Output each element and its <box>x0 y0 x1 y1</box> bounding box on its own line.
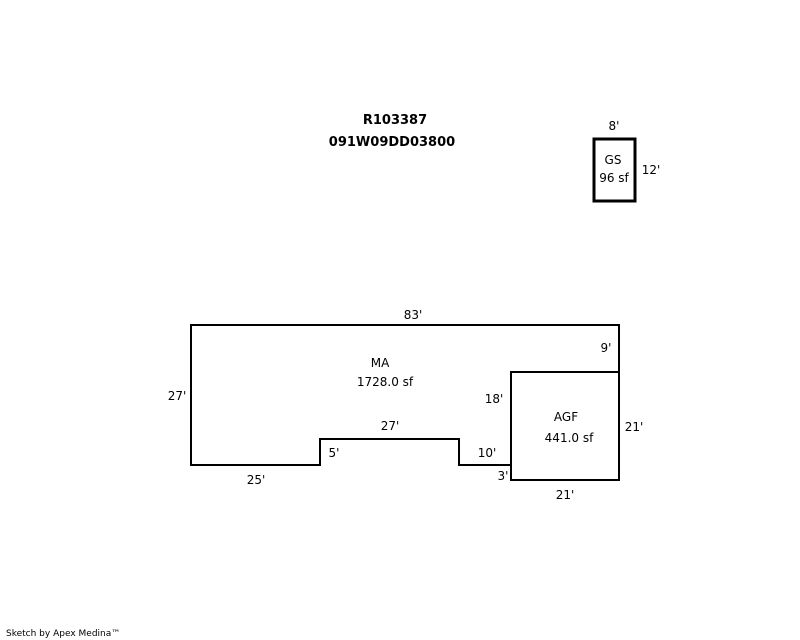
ma-dimension-left: 27' <box>168 389 187 403</box>
agf-area: 441.0 sf <box>545 431 594 445</box>
agf-dimension-step: 3' <box>498 469 509 483</box>
gs-area: 96 sf <box>599 171 629 185</box>
map-number: 091W09DD03800 <box>329 135 455 150</box>
gs-outline <box>592 137 637 203</box>
gs-dimension-right: 12' <box>642 163 661 177</box>
ma-label: MA <box>371 356 390 370</box>
gs-dimension-top: 8' <box>609 119 620 133</box>
ma-dimension-notch-height: 5' <box>329 446 340 460</box>
agf-label: AGF <box>554 410 578 424</box>
parcel-number: R103387 <box>363 113 427 128</box>
ma-outline <box>190 324 620 466</box>
ma-dimension-right-upper: 9' <box>601 341 612 355</box>
agf-dimension-right: 21' <box>625 420 644 434</box>
sketch-credit: Sketch by Apex Medina™ <box>6 629 120 639</box>
ma-dimension-bottom-left: 25' <box>247 473 266 487</box>
ma-dimension-top: 83' <box>404 308 423 322</box>
ma-dimension-step: 10' <box>478 446 497 460</box>
agf-outline <box>510 371 620 481</box>
agf-dimension-left: 18' <box>485 392 504 406</box>
ma-area: 1728.0 sf <box>357 375 414 389</box>
gs-label: GS <box>605 153 622 167</box>
ma-dimension-notch-top: 27' <box>381 419 400 433</box>
agf-dimension-bottom: 21' <box>556 488 575 502</box>
